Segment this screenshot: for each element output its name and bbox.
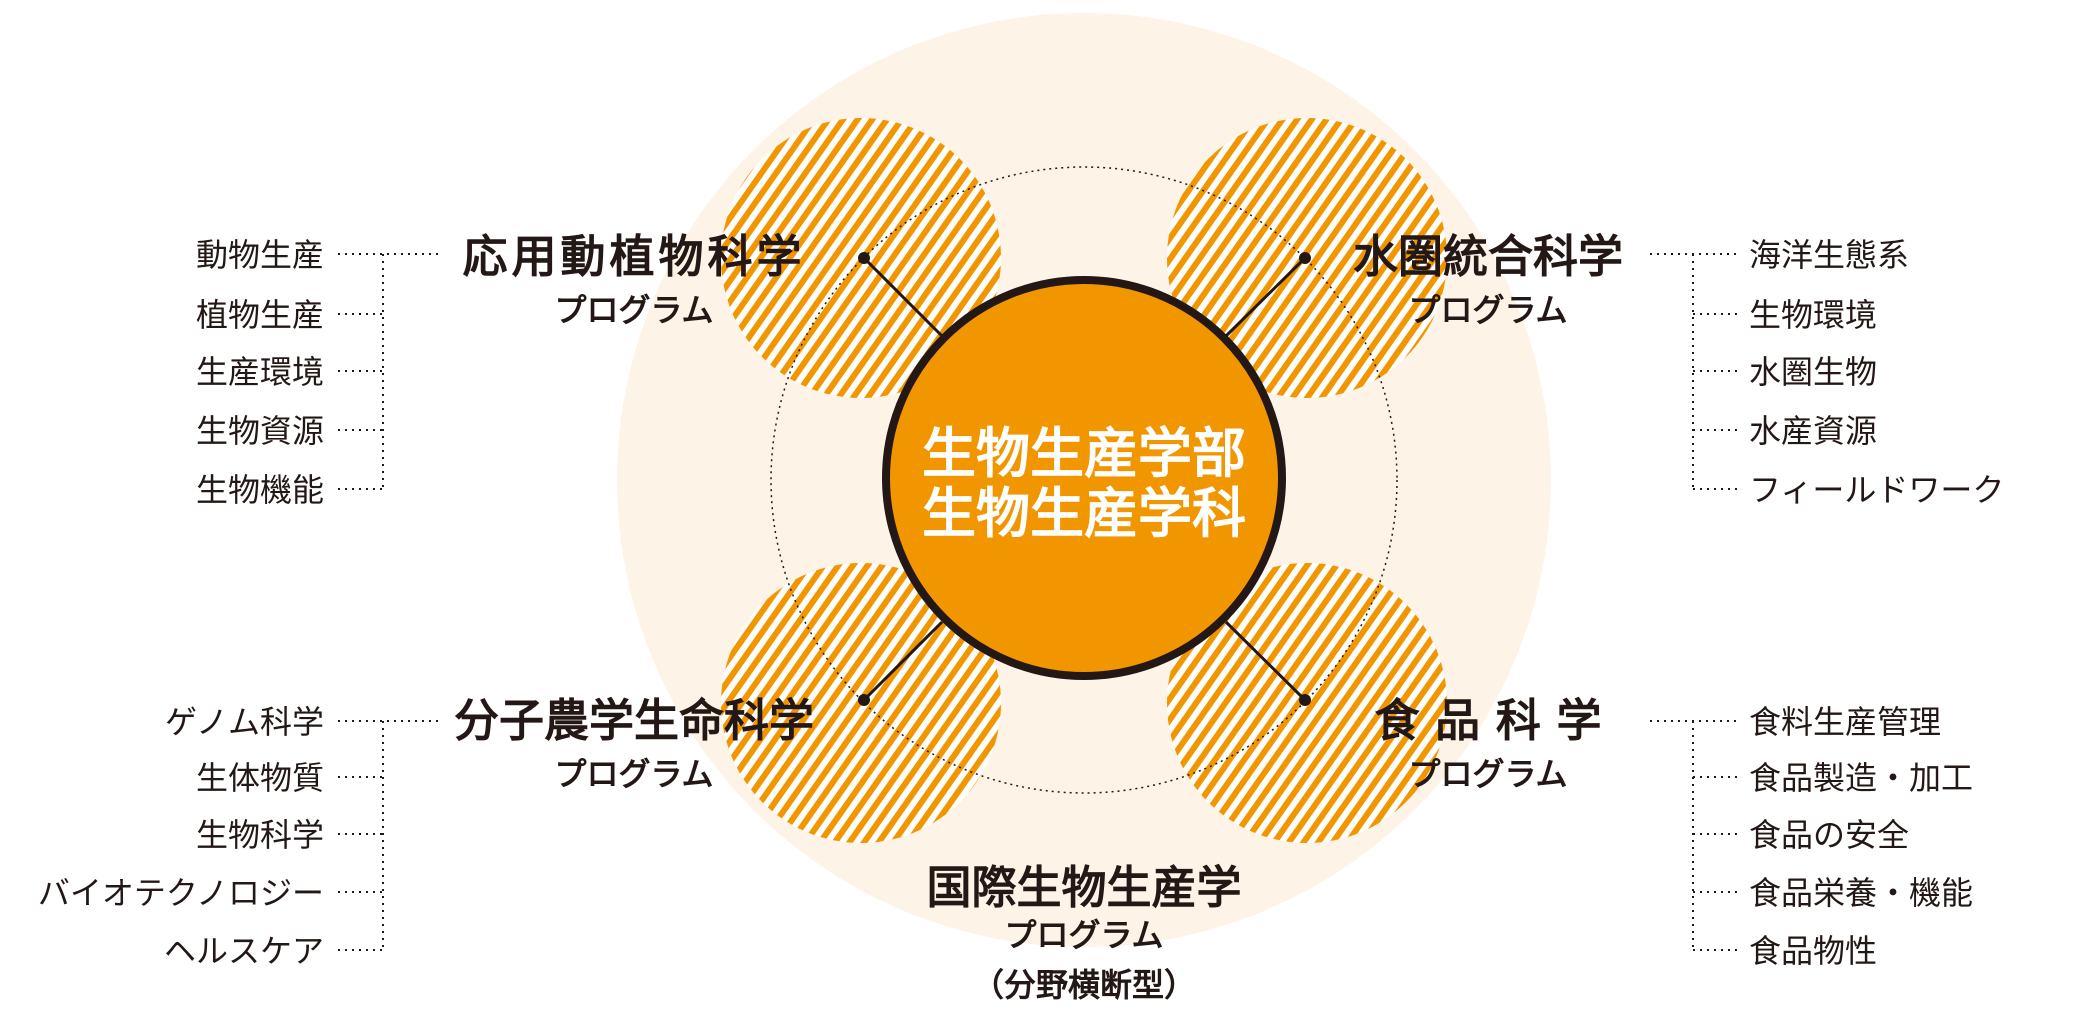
- list-aquatic: 海洋生態系 生物環境 水圏生物 水産資源 フィールドワーク: [1749, 236, 2004, 509]
- list-item: 生産環境: [196, 353, 324, 391]
- list-item: 動物生産: [196, 236, 324, 274]
- list-item: 食品の安全: [1749, 816, 1909, 854]
- list-item: 生体物質: [196, 759, 324, 797]
- list-molecular: ゲノム科学 生体物質 生物科学 バイオテクノロジー ヘルスケア: [38, 703, 324, 970]
- program-sub-international: プログラム: [1004, 916, 1163, 954]
- list-item: ゲノム科学: [165, 703, 324, 741]
- list-item: ヘルスケア: [164, 932, 324, 970]
- program-title-molecular: 分子農学生命科学: [454, 694, 814, 747]
- program-sub-aquatic: プログラム: [1408, 291, 1567, 329]
- center-line1: 生物生産学部: [922, 422, 1246, 485]
- list-item: 生物機能: [196, 471, 324, 509]
- list-item: 食品物性: [1749, 932, 1877, 970]
- list-item: 生物資源: [196, 412, 324, 450]
- program-title-international: 国際生物生産学: [926, 861, 1241, 914]
- connector-lines: [862, 256, 1307, 702]
- center-circle: [882, 276, 1286, 680]
- list-item: 食品栄養・機能: [1749, 874, 1973, 912]
- dotted-ring: [770, 166, 1398, 794]
- list-item: 水産資源: [1749, 412, 1877, 450]
- list-item: 植物生産: [196, 296, 324, 334]
- program-title-food: 食 品 科 学: [1375, 694, 1602, 747]
- list-item: 水圏生物: [1749, 353, 1877, 391]
- program-title-applied: 応用動植物科学: [462, 230, 805, 283]
- list-item: フィールドワーク: [1749, 471, 2004, 509]
- center-line2: 生物生産学科: [922, 482, 1246, 545]
- connector-dots: [858, 252, 1311, 706]
- list-food: 食料生産管理 食品製造・加工 食品の安全 食品栄養・機能 食品物性: [1749, 703, 1973, 970]
- list-item: 海洋生態系: [1749, 236, 1909, 274]
- program-note-international: （分野横断型）: [972, 966, 1196, 1004]
- program-sub-molecular: プログラム: [554, 755, 713, 793]
- list-item: 食料生産管理: [1749, 703, 1941, 741]
- list-item: 生物科学: [196, 816, 324, 854]
- program-title-aquatic: 水圏統合科学: [1353, 230, 1623, 283]
- list-applied: 動物生産 植物生産 生産環境 生物資源 生物機能: [196, 236, 324, 509]
- list-item: 生物環境: [1749, 296, 1877, 334]
- program-sub-applied: プログラム: [554, 291, 713, 329]
- tree-lines: [338, 253, 1740, 951]
- list-item: バイオテクノロジー: [38, 874, 324, 912]
- program-sub-food: プログラム: [1408, 755, 1567, 793]
- list-item: 食品製造・加工: [1749, 759, 1973, 797]
